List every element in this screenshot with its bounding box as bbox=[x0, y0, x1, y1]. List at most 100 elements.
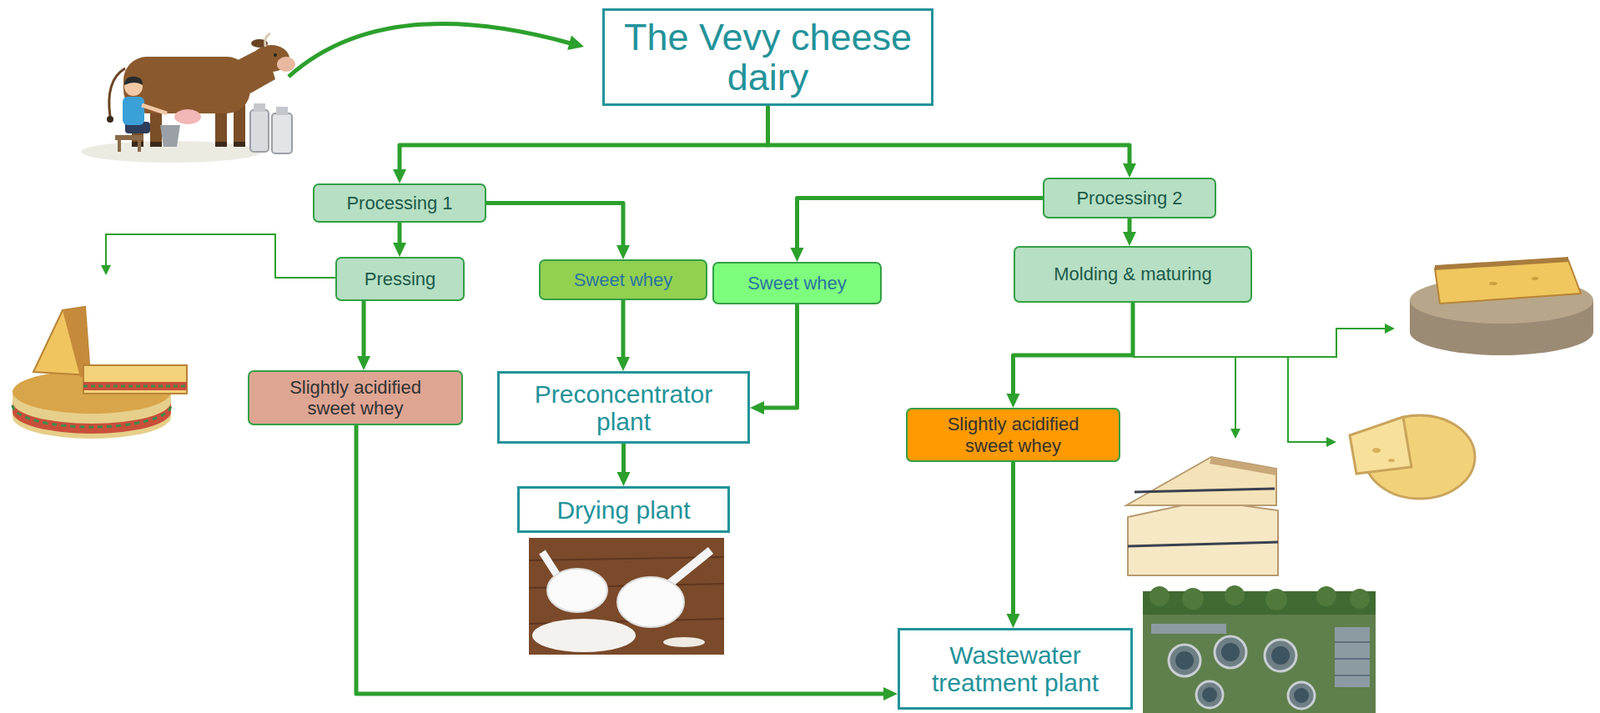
powder-photo bbox=[547, 568, 608, 613]
wastewater-photo bbox=[1349, 588, 1370, 609]
cow-illustration bbox=[106, 115, 114, 123]
flow-line bbox=[486, 203, 624, 249]
wastewater-photo bbox=[1221, 643, 1240, 662]
box-label: Processing 2 bbox=[1076, 187, 1183, 209]
cow-illustration bbox=[160, 125, 181, 147]
box-label: Sweet whey bbox=[747, 272, 847, 294]
arrowhead bbox=[616, 357, 630, 372]
process-box: Processing 2 bbox=[1042, 177, 1217, 219]
flow-arrow bbox=[1122, 218, 1137, 247]
plant-box: Wastewater treatment plant bbox=[897, 628, 1133, 710]
powder-photo bbox=[667, 550, 711, 586]
flow-arrow bbox=[749, 304, 798, 415]
cow-illustration bbox=[124, 76, 143, 86]
powder-photo bbox=[617, 577, 685, 628]
cheese-illustration bbox=[83, 385, 187, 388]
whey-box: Sweet whey bbox=[712, 261, 882, 305]
process-box: Molding & maturing bbox=[1013, 246, 1253, 303]
arrowhead bbox=[790, 247, 805, 262]
flow-line bbox=[1011, 462, 1016, 617]
box-label: Sweet whey bbox=[573, 269, 674, 291]
product-arrowhead bbox=[1384, 323, 1395, 334]
flow-line bbox=[621, 300, 626, 360]
wastewater-photo bbox=[1175, 651, 1194, 670]
arrowhead bbox=[392, 242, 407, 257]
box-label: Molding & maturing bbox=[1053, 263, 1213, 285]
powder-photo bbox=[532, 618, 636, 653]
flow-arrow bbox=[1006, 302, 1134, 408]
cow-illustration bbox=[276, 106, 288, 116]
process-box: Processing 1 bbox=[312, 183, 487, 223]
box-label: Processing 1 bbox=[346, 192, 453, 214]
powder-photo bbox=[528, 538, 725, 655]
flow-line bbox=[1013, 302, 1134, 397]
flow-line bbox=[761, 304, 798, 408]
cow-illustration bbox=[117, 140, 121, 152]
flow-line bbox=[768, 105, 1131, 167]
arrowhead bbox=[1122, 231, 1137, 247]
box-label: Wastewater treatment plant bbox=[916, 641, 1114, 697]
powder-photo bbox=[542, 552, 558, 576]
flow-arrow bbox=[768, 105, 1138, 178]
plant-box: Preconcentrator plant bbox=[497, 371, 750, 444]
cow-illustration bbox=[141, 105, 167, 114]
supply-arrow bbox=[567, 35, 584, 51]
cheese-illustration bbox=[1134, 488, 1275, 493]
arrowhead bbox=[1006, 393, 1021, 408]
supply-arrow bbox=[288, 24, 584, 77]
cow-illustration bbox=[233, 141, 246, 147]
cow-illustration bbox=[215, 141, 227, 147]
wastewater-photo bbox=[1142, 591, 1376, 713]
wastewater-photo bbox=[1151, 623, 1227, 634]
wastewater-photo bbox=[1334, 641, 1370, 644]
box-label: Slightly acidified sweet whey bbox=[932, 413, 1094, 457]
cow-illustration bbox=[80, 33, 296, 163]
wastewater-photo bbox=[1334, 658, 1370, 660]
arrowhead bbox=[616, 245, 630, 260]
cow-illustration bbox=[150, 141, 162, 147]
cheese-illustration bbox=[1127, 542, 1278, 547]
wastewater-photo bbox=[1271, 646, 1290, 665]
box-label: Drying plant bbox=[556, 496, 690, 524]
cow-illustration bbox=[123, 56, 251, 114]
cheese-illustration bbox=[1409, 256, 1594, 356]
cheese-illustration bbox=[83, 365, 187, 394]
dairy-box: The Vevy cheese dairy bbox=[602, 8, 934, 106]
wastewater-photo bbox=[1334, 627, 1370, 688]
cheese-illustration bbox=[1388, 458, 1395, 463]
powder-photo bbox=[663, 637, 705, 648]
cheese-illustration bbox=[1126, 457, 1277, 506]
cheese-illustration bbox=[1127, 500, 1278, 576]
whey-box: Slightly acidified sweet whey bbox=[905, 407, 1121, 463]
arrowhead bbox=[617, 472, 631, 487]
flow-line bbox=[621, 443, 626, 475]
cheese-illustration bbox=[12, 306, 187, 439]
flow-arrow bbox=[616, 300, 630, 372]
flow-arrow bbox=[617, 443, 631, 487]
product-arrowhead bbox=[1230, 428, 1241, 439]
wastewater-photo bbox=[1142, 585, 1376, 713]
box-label: The Vevy cheese dairy bbox=[609, 17, 926, 97]
flow-line bbox=[399, 105, 769, 172]
cow-illustration bbox=[122, 96, 145, 126]
wastewater-photo bbox=[1288, 682, 1315, 710]
wastewater-photo bbox=[1149, 586, 1170, 607]
cow-illustration bbox=[137, 140, 141, 152]
wastewater-photo bbox=[1224, 585, 1245, 606]
box-label: Slightly acidified sweet whey bbox=[274, 377, 437, 420]
cheese-illustration bbox=[1434, 256, 1569, 271]
cow-illustration bbox=[115, 135, 144, 141]
flow-arrow bbox=[486, 203, 630, 261]
wastewater-photo bbox=[1293, 688, 1309, 704]
product-line bbox=[105, 234, 336, 278]
cheese-illustration bbox=[1349, 417, 1412, 474]
arrowhead bbox=[392, 169, 407, 184]
wastewater-photo bbox=[1316, 586, 1337, 607]
arrowhead bbox=[1122, 163, 1137, 178]
cow-illustration bbox=[271, 113, 292, 154]
cheese-illustration bbox=[1126, 457, 1278, 576]
arrowhead bbox=[883, 687, 898, 701]
cow-illustration bbox=[273, 53, 277, 57]
